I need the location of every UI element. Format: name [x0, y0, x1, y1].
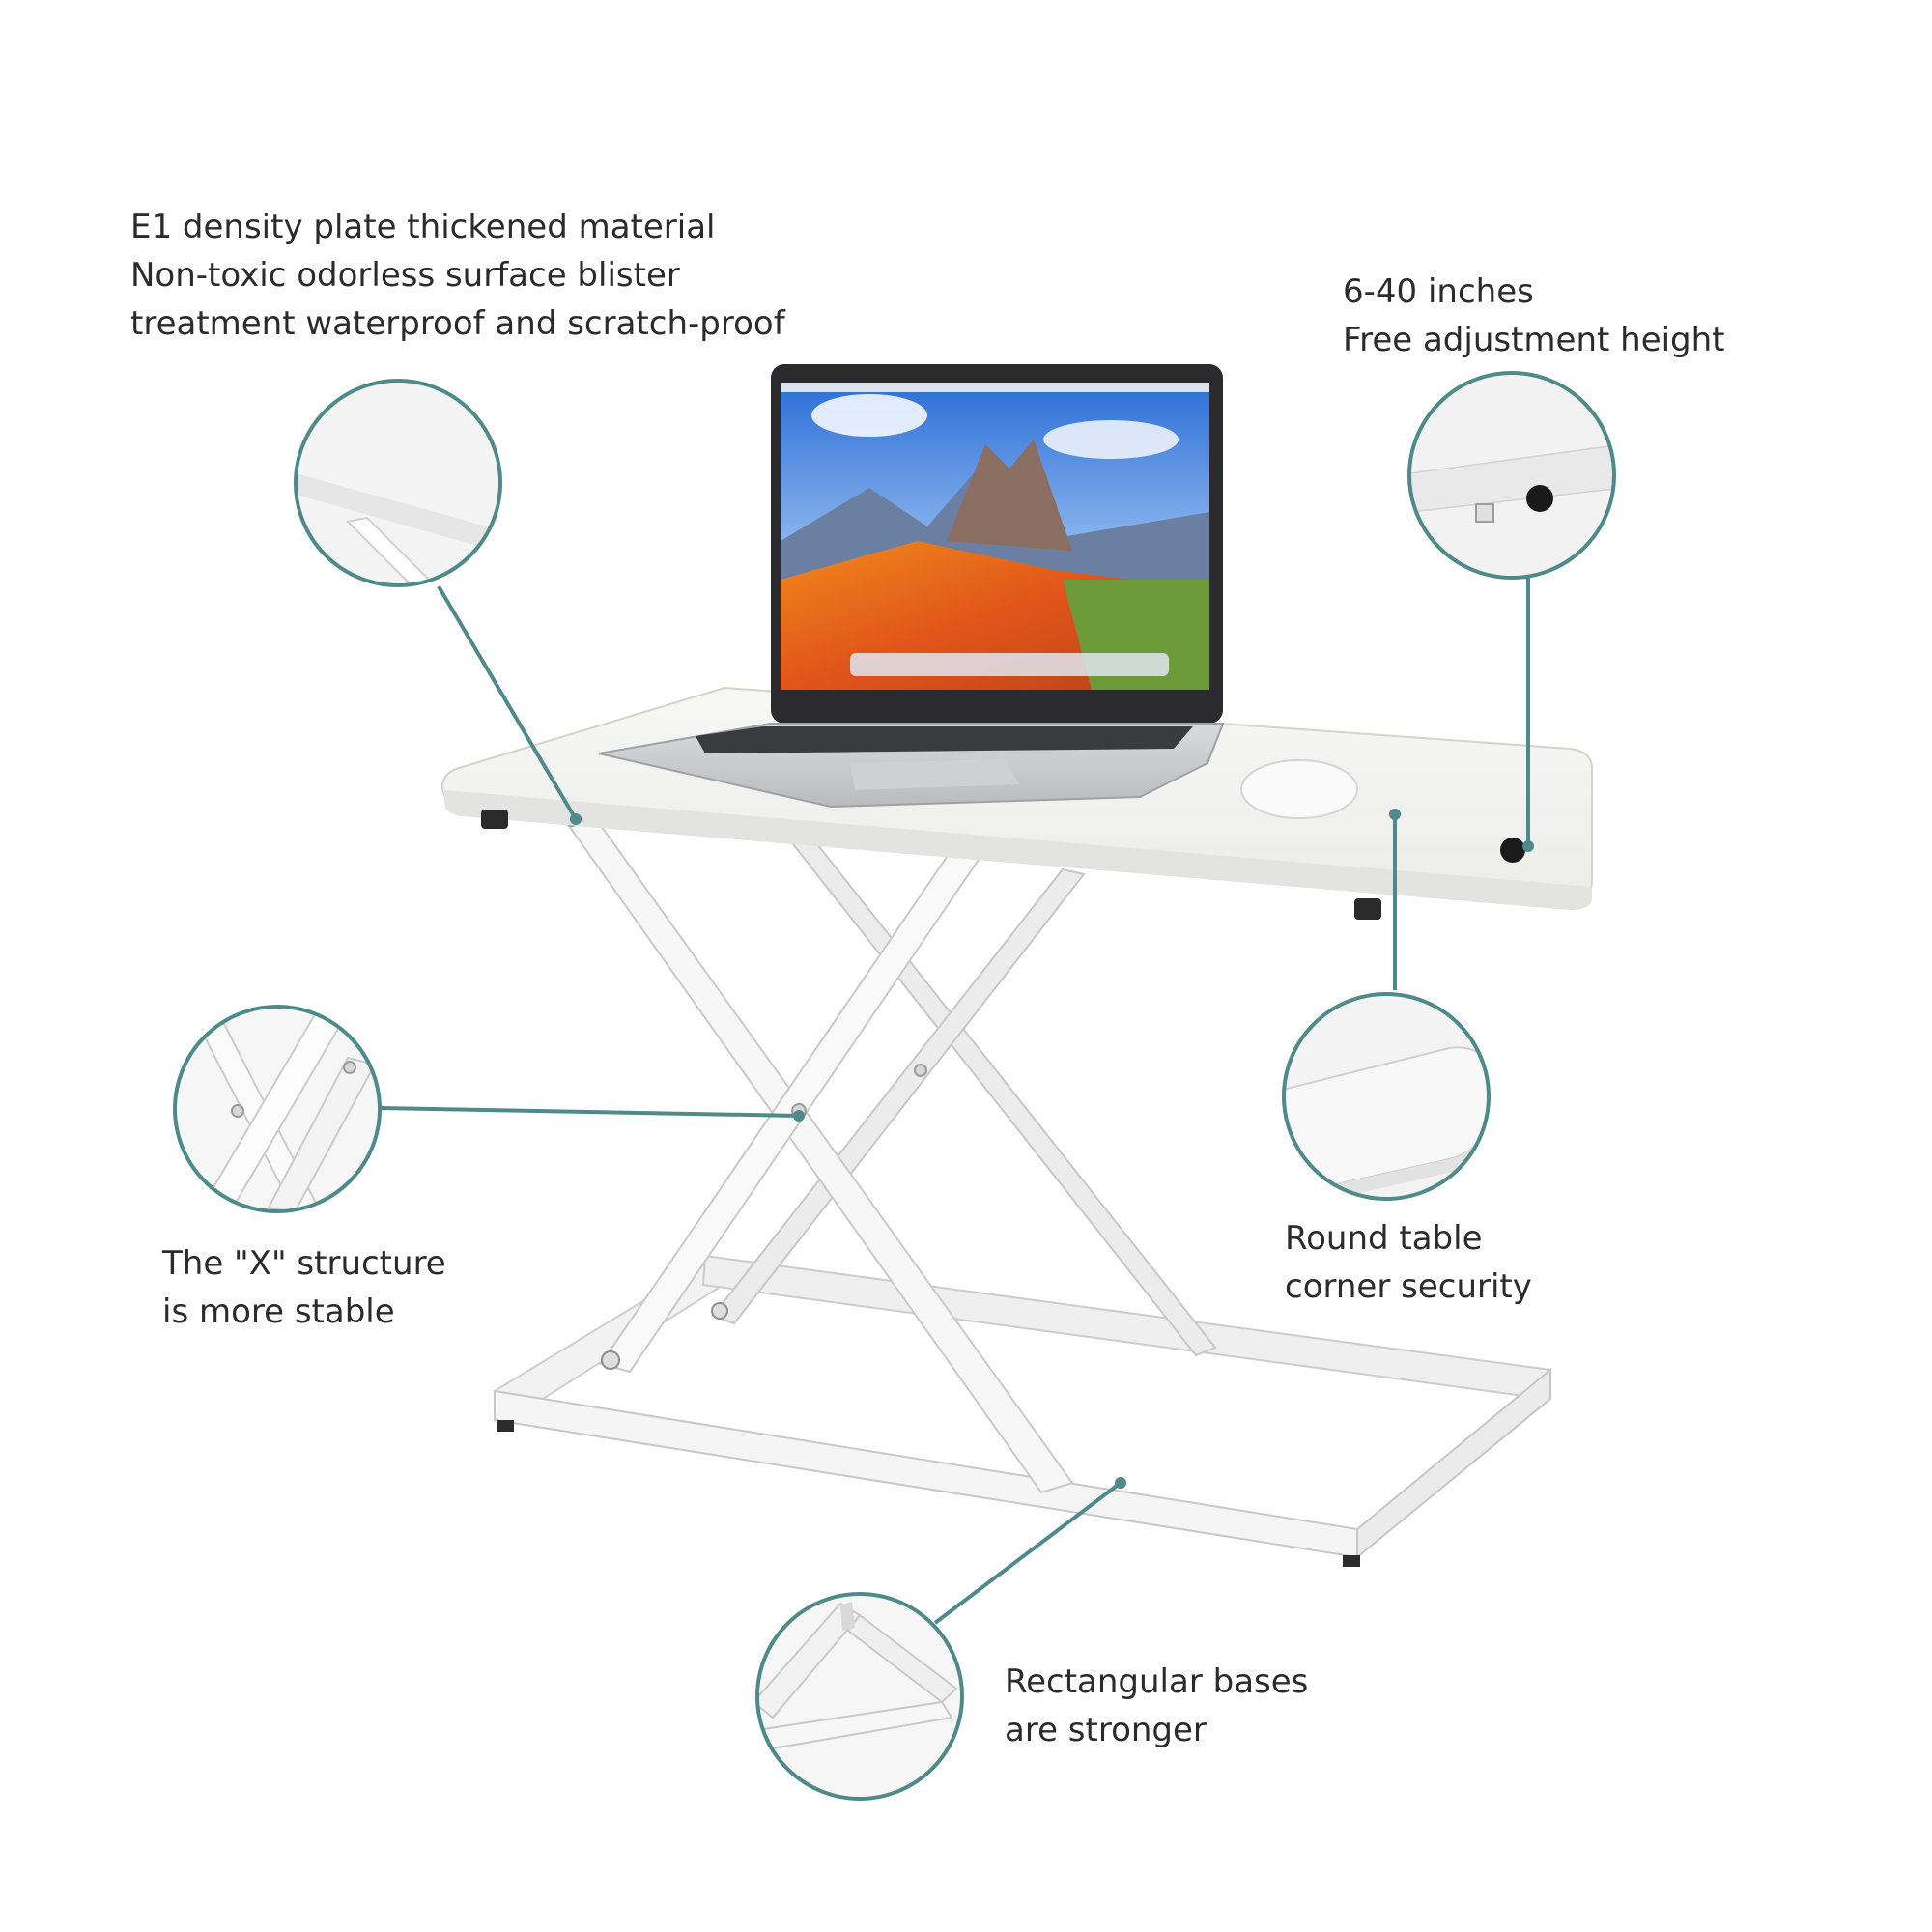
callout-material: E1 density plate thickened material Non-… — [130, 203, 785, 348]
leader-dots — [570, 809, 1534, 1489]
callout-base: Rectangular bases are stronger — [1005, 1658, 1308, 1754]
x-structure-legs — [560, 811, 1217, 1494]
callout-base-line-1: Rectangular bases — [1005, 1662, 1309, 1701]
callout-corner: Round table corner security — [1285, 1214, 1532, 1311]
detail-circle-material — [294, 379, 502, 587]
mouse — [1240, 759, 1358, 819]
callout-x-structure: The "X" structure is more stable — [162, 1239, 446, 1336]
callout-material-line-2: Non-toxic odorless surface blister — [130, 256, 680, 295]
detail-circle-corner — [1282, 992, 1491, 1201]
detail-circle-height — [1407, 371, 1616, 580]
callout-corner-line-1: Round table — [1285, 1219, 1483, 1258]
callout-material-line-1: E1 density plate thickened material — [130, 208, 716, 246]
callout-corner-line-2: corner security — [1285, 1267, 1532, 1306]
callout-x-structure-line-2: is more stable — [162, 1293, 395, 1331]
callout-x-structure-line-1: The "X" structure — [162, 1244, 446, 1283]
callout-height-line-2: Free adjustment height — [1343, 321, 1725, 359]
callout-height: 6-40 inches Free adjustment height — [1343, 268, 1725, 364]
detail-circle-x-structure — [173, 1005, 382, 1213]
detail-circle-base — [755, 1592, 964, 1801]
callout-material-line-3: treatment waterproof and scratch-proof — [130, 304, 785, 343]
callout-height-line-1: 6-40 inches — [1343, 272, 1534, 311]
laptop — [598, 364, 1225, 809]
leader-lines — [379, 578, 1530, 1625]
callout-base-line-2: are stronger — [1005, 1711, 1207, 1749]
